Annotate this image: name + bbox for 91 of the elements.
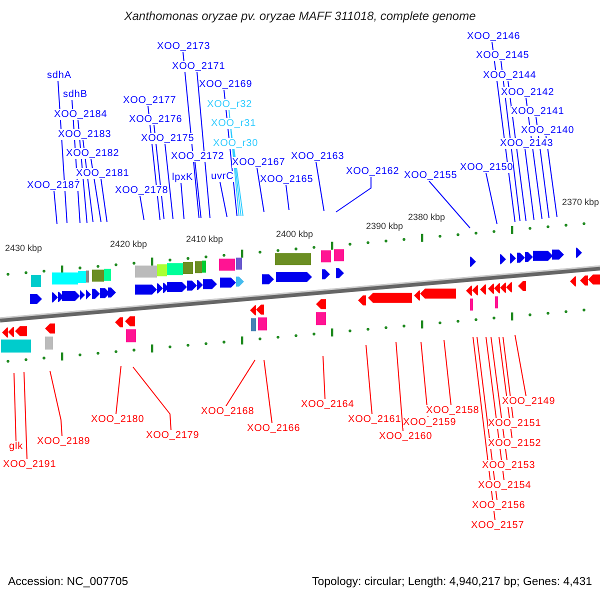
gene-label: XOO_2189 [37,436,90,447]
scale-label: 2410 kbp [186,234,224,244]
leader-line [396,342,404,432]
leader-line [366,344,372,414]
gene-label: XOO_r30 [213,138,258,149]
scale-label: 2390 kbp [366,221,404,231]
gene-label: XOO_2164 [301,399,354,410]
leader-line [100,178,108,222]
leader-line [316,162,324,212]
gene-label: XOO_2179 [146,430,200,441]
leader-line [322,356,326,400]
leader-line [428,180,470,228]
gene-label: XOO_2161 [348,414,402,425]
gene-label: XOO_2181 [76,168,130,179]
gene-label: XOO_2155 [404,170,458,181]
gene-label: XOO_2149 [502,396,556,407]
gene-label: XOO_2163 [291,151,344,162]
gene-label: XOO_2156 [472,500,526,511]
gene-label: XOO_2160 [379,431,432,442]
gene-label: XOO_2162 [346,166,400,177]
leader-line [256,168,264,212]
gene-label: XOO_2182 [66,148,120,159]
gene-label: XOO_2167 [232,157,286,168]
scale-label: 2370 kbp [562,197,600,207]
leader-line [164,144,174,220]
gene-label: XOO_2142 [501,87,554,98]
gene-label: XOO_2168 [201,406,254,417]
gene-label: XOO_r31 [211,118,256,129]
scale-label: 2430 kbp [5,243,42,253]
footer-text: Topology: circular; Length: 4,940,217 bp; Genes: 4,431 [312,575,592,589]
gene-label: XOO_2175 [141,133,194,144]
gene-label: XOO_2152 [488,438,542,449]
gene-label: XOO_2140 [521,125,574,136]
leader-line [336,176,372,212]
gene-label: XOO_r32 [207,99,252,110]
leader-line [140,196,144,220]
leader-line [180,182,184,220]
gene-label: uvrC [211,171,234,182]
leader-line [502,336,514,418]
gene-label: XOO_2143 [500,138,554,149]
gene-label: XOO_2153 [482,460,536,471]
leader-line [444,340,452,406]
title: Xanthomonas oryzae pv. oryzae MAFF 311018, complete genome [123,9,477,23]
leader-line [132,366,172,430]
leader-line [220,182,228,218]
gene-label: XOO_2146 [467,31,520,42]
scale-label: 2420 kbp [110,239,148,249]
gene-label: XOO_2145 [476,50,530,61]
gene-label: sdhB [63,89,88,100]
gene-label: XOO_2157 [471,520,524,531]
gene-label: XOO_2173 [157,41,210,52]
gene-label: XOO_2177 [123,95,176,106]
leader-line [24,372,28,460]
gene-label: XOO_2158 [426,405,480,416]
leader-line [226,360,256,406]
leader-line [50,370,62,436]
leader-line [286,184,290,210]
gene-label: XOO_2176 [129,114,182,125]
gene-label: XOO_2159 [403,417,456,428]
gene-label: XOO_2154 [478,480,532,491]
leader-line [264,360,272,424]
gene-label: lpxK [172,172,194,183]
leader-line [546,136,558,218]
gene-label: XOO_2165 [260,174,314,185]
leader-line [14,372,16,442]
leader-line [194,162,202,218]
gene-label: XOO_2141 [511,106,564,117]
gene-label: XOO_2180 [91,414,144,425]
gene-label: XOO_2150 [460,162,514,173]
leader-line [524,148,534,220]
leader-line [54,190,58,224]
scale-label: 2380 kbp [408,212,446,222]
leader-line [116,366,122,414]
gene-label: XOO_2171 [172,61,226,72]
gene-label: XOO_2151 [488,418,542,429]
leader-line [196,72,210,218]
gene-label: XOO_2183 [58,129,112,140]
leader-line [486,172,498,224]
gene-label: XOO_2191 [3,459,56,470]
gene-label: sdhA [47,70,72,81]
gene-label: XOO_2187 [27,180,80,191]
gene-label: XOO_2178 [115,185,168,196]
gene-label: XOO_2166 [247,423,300,434]
gene-label: XOO_2144 [483,70,536,81]
leader-line [514,334,526,396]
scale-label: 2400 kbp [276,229,314,239]
footer-text: Accession: NC_007705 [8,575,128,589]
gene-label: XOO_2184 [54,109,108,120]
gene-label: XOO_2169 [199,79,252,90]
gene-label: glk [9,441,23,452]
gene-label: XOO_2172 [171,151,224,162]
